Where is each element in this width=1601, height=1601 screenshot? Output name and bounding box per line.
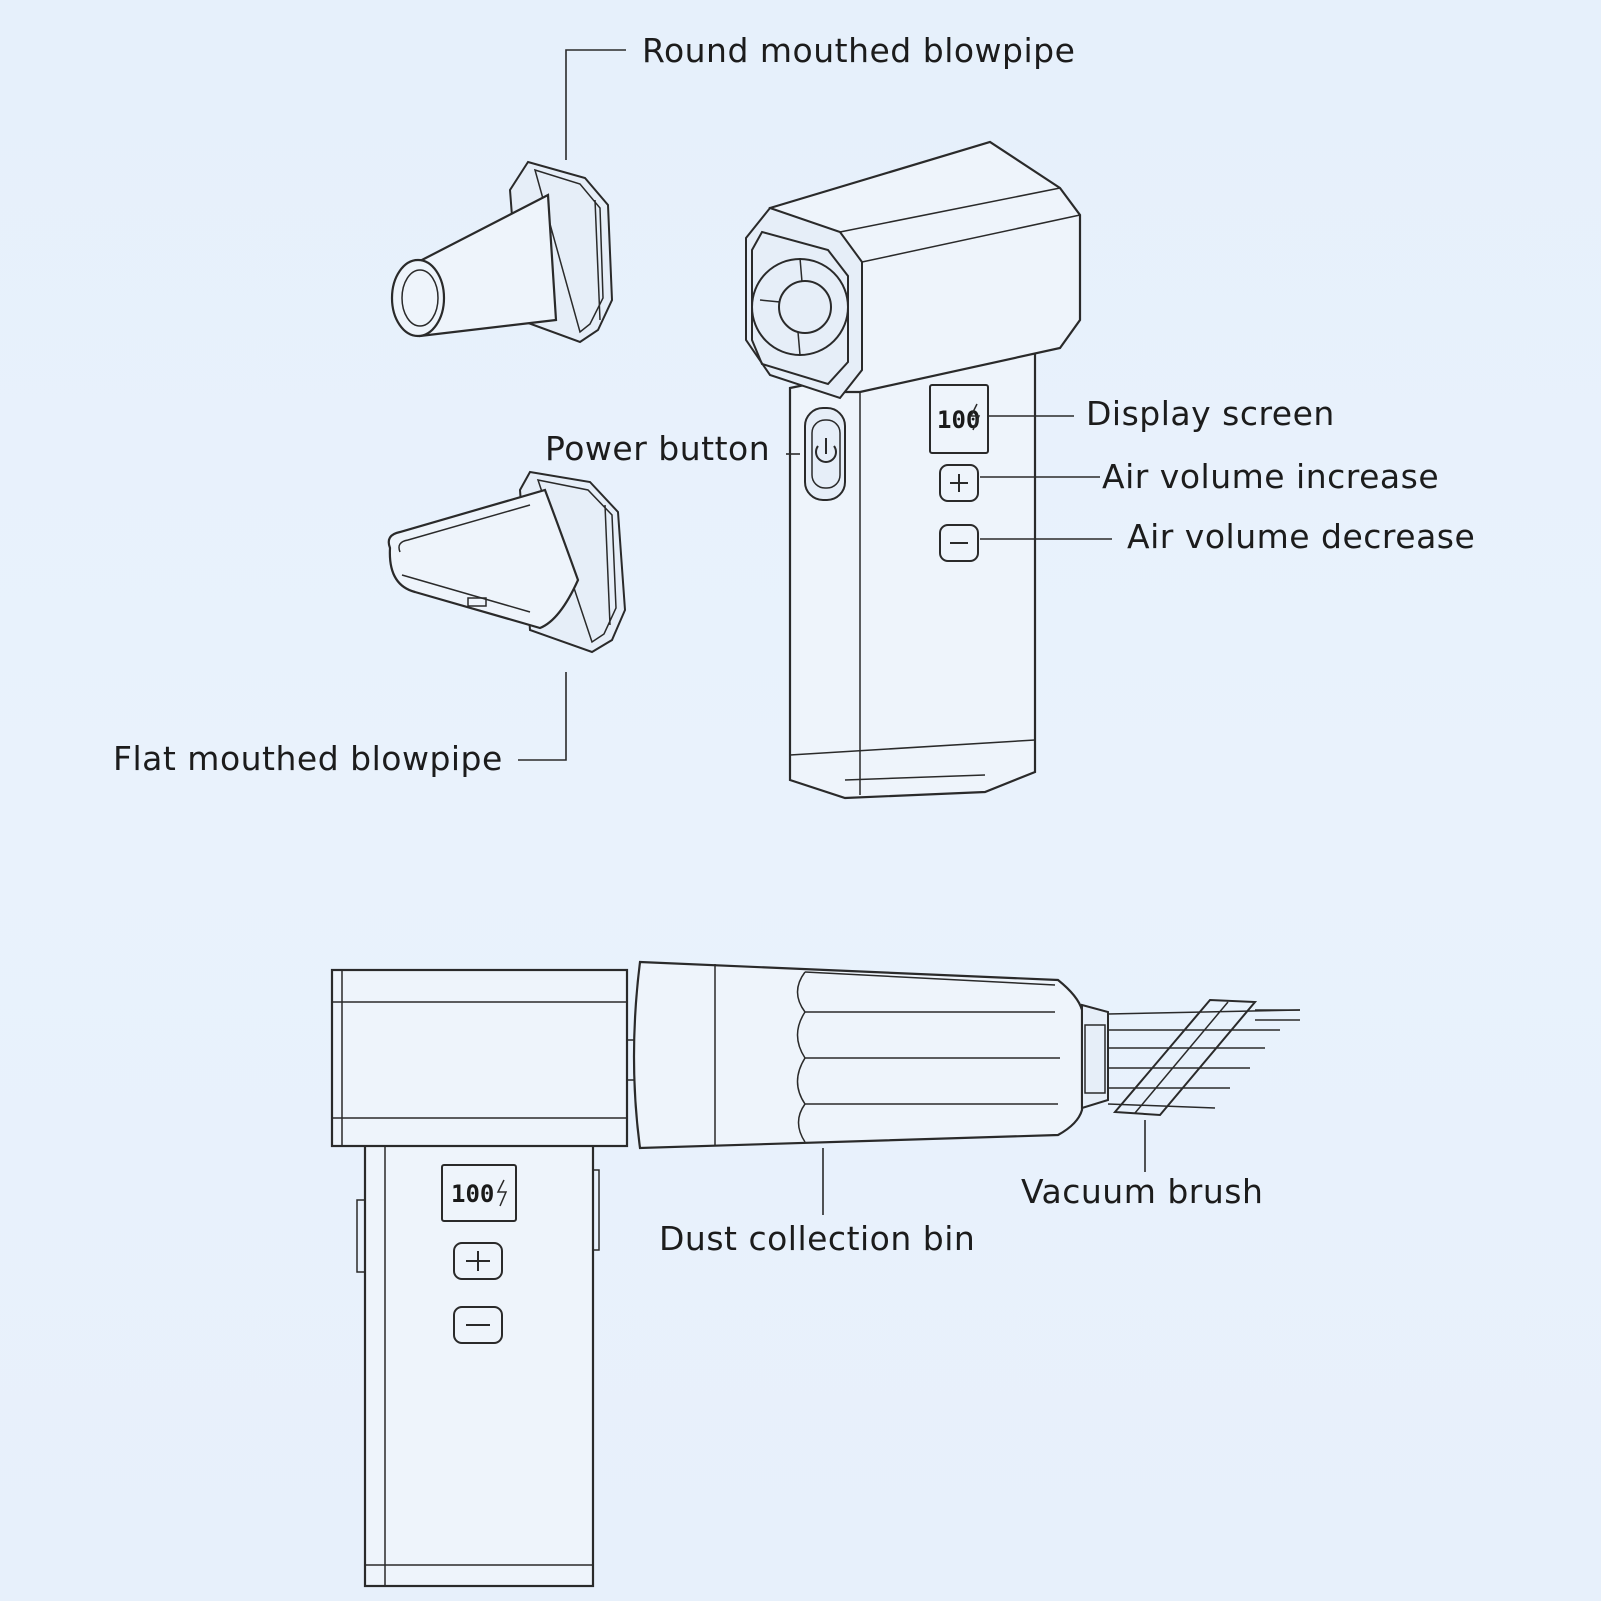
flat-blowpipe-drawing [387,470,627,654]
label-air-volume-decrease: Air volume decrease [1127,517,1476,556]
display-screen-value-bottom: 100 [451,1180,494,1208]
plus-icon [950,474,968,492]
blower-vacuum-drawing: 100 [330,960,1301,1588]
power-icon [815,438,837,463]
label-vacuum-brush: Vacuum brush [1021,1172,1264,1211]
label-air-volume-increase: Air volume increase [1102,457,1440,496]
label-flat-blowpipe: Flat mouthed blowpipe [113,739,503,778]
lightning-icon [969,403,981,431]
label-round-blowpipe: Round mouthed blowpipe [642,31,1076,70]
leader-lines [518,49,1146,1215]
label-dust-collection-bin: Dust collection bin [659,1219,976,1258]
brush-bristles [1107,998,1301,1117]
blower-upright-drawing: 100 [745,140,1082,800]
label-display-screen: Display screen [1086,394,1335,433]
label-power-button: Power button [545,429,771,468]
lightning-icon [496,1179,508,1207]
plus-icon [466,1251,490,1271]
round-blowpipe-drawing [390,160,614,344]
